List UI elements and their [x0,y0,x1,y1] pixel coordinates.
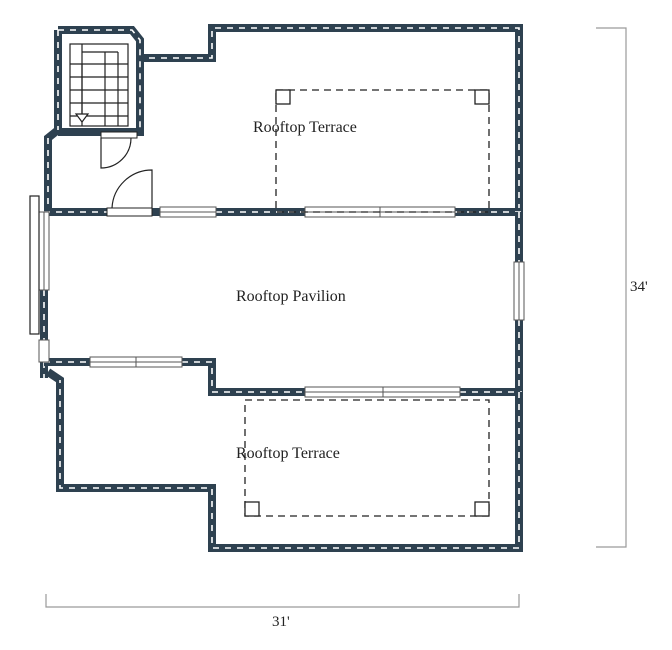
width-dimension-label: 31' [272,614,290,630]
stair-enclosure [44,26,144,212]
lower-terrace-label: Rooftop Terrace [236,445,340,462]
doors [100,131,153,217]
pavilion-label: Rooftop Pavilion [236,288,346,305]
terrace-door-swing [111,169,153,209]
height-dimension-label: 34' [630,279,648,295]
pergola-post [275,89,291,105]
pergola-post [474,89,490,105]
pergola-upper [275,89,490,213]
pergola-post [474,501,490,517]
stair-direction-arrow-icon [74,113,90,123]
walls [40,24,523,552]
height-dimension: 34' [596,27,648,548]
width-dimension: 31' [45,594,520,630]
pergola-lower [244,399,490,517]
staircase [69,43,129,127]
upper-terrace-label: Rooftop Terrace [253,119,357,136]
pergola-post [244,501,260,517]
stair-door-swing [100,137,132,169]
